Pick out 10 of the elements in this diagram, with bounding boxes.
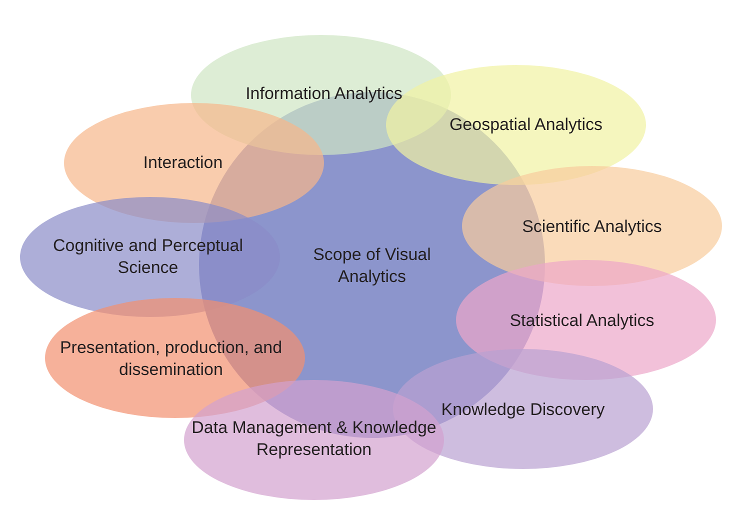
node-label: Presentation, production, and dissemination: [58, 337, 284, 381]
node-label: Cognitive and Perceptual Science: [52, 235, 244, 279]
node-label: Scope of Visual Analytics: [312, 244, 432, 288]
node-label: Statistical Analytics: [508, 310, 656, 332]
node-label: Scientific Analytics: [521, 216, 663, 238]
node-label: Interaction: [142, 152, 224, 174]
node-label: Geospatial Analytics: [448, 114, 604, 136]
node-label: Knowledge Discovery: [440, 399, 606, 421]
node-label: Data Management & Knowledge Representation: [190, 417, 438, 461]
node-label: Information Analytics: [244, 83, 404, 105]
